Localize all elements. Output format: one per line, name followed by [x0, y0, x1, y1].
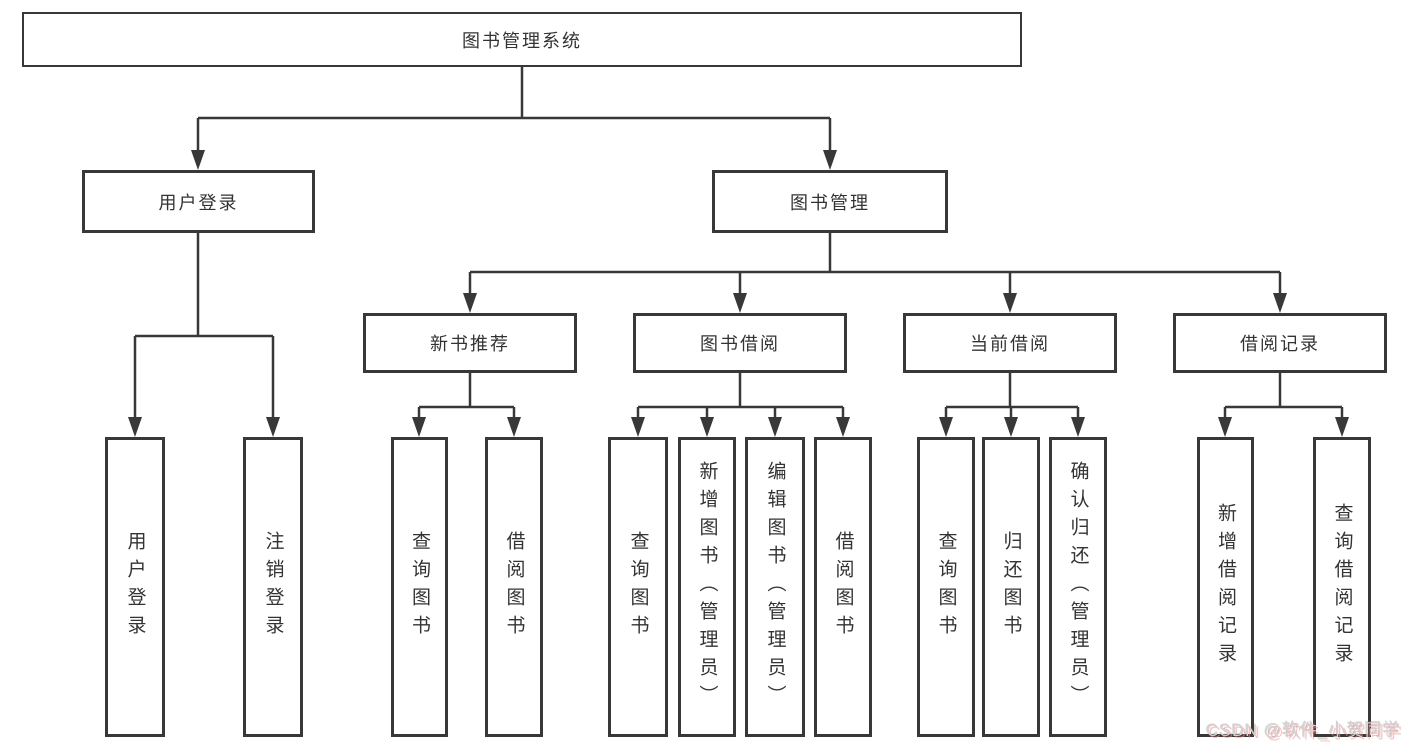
arrow-head-icon	[191, 150, 205, 170]
arrow-head-icon	[1335, 417, 1349, 437]
node-label-leaf-add-record: 新增借阅记录	[1215, 503, 1236, 671]
node-leaf-borrow-book-2: 借阅图书	[814, 437, 872, 737]
arrow-head-icon	[412, 417, 426, 437]
node-leaf-query-book-1: 查询图书	[391, 437, 448, 737]
arrow-head-icon	[128, 417, 142, 437]
node-leaf-user-login: 用户登录	[105, 437, 165, 737]
node-label-leaf-query-book-2: 查询图书	[627, 531, 649, 643]
node-new-book-rec: 新书推荐	[363, 313, 577, 373]
arrow-head-icon	[507, 417, 521, 437]
node-user-login: 用户登录	[82, 170, 315, 233]
arrow-head-icon	[1273, 293, 1287, 313]
arrow-head-icon	[700, 417, 714, 437]
arrow-head-icon	[1003, 293, 1017, 313]
node-borrow-record: 借阅记录	[1173, 313, 1387, 373]
node-leaf-confirm-return: 确认归还（管理员）	[1049, 437, 1107, 737]
node-label-borrow-record: 借阅记录	[1240, 334, 1320, 354]
node-label-book-manage: 图书管理	[790, 192, 870, 213]
node-label-leaf-add-book: 新增图书（管理员）	[696, 461, 718, 713]
node-label-leaf-confirm-return: 确认归还（管理员）	[1067, 461, 1089, 713]
node-leaf-add-book: 新增图书（管理员）	[678, 437, 736, 737]
node-label-leaf-query-record: 查询借阅记录	[1331, 503, 1353, 671]
arrow-head-icon	[939, 417, 953, 437]
node-label-root: 图书管理系统	[462, 30, 582, 51]
csdn-watermark: CSDN @软件_小贺同学	[1206, 721, 1401, 740]
node-label-leaf-user-login: 用户登录	[124, 531, 146, 643]
arrow-head-icon	[463, 293, 477, 313]
node-leaf-query-record: 查询借阅记录	[1313, 437, 1371, 737]
arrow-head-icon	[733, 293, 747, 313]
node-book-borrow: 图书借阅	[633, 313, 847, 373]
node-label-leaf-edit-book: 编辑图书（管理员）	[764, 461, 786, 713]
node-label-leaf-query-book-3: 查询图书	[935, 531, 957, 643]
node-root: 图书管理系统	[22, 12, 1022, 67]
node-leaf-query-book-3: 查询图书	[917, 437, 975, 737]
node-label-leaf-logout: 注销登录	[262, 531, 284, 643]
node-label-current-borrow: 当前借阅	[970, 334, 1050, 354]
node-label-leaf-return-book: 归还图书	[1000, 531, 1022, 643]
node-leaf-borrow-book-1: 借阅图书	[485, 437, 543, 737]
node-leaf-add-record: 新增借阅记录	[1197, 437, 1254, 737]
arrow-head-icon	[1004, 417, 1018, 437]
node-book-manage: 图书管理	[712, 170, 948, 233]
arrow-head-icon	[266, 417, 280, 437]
arrow-head-icon	[823, 150, 837, 170]
arrow-head-icon	[631, 417, 645, 437]
arrow-head-icon	[1218, 417, 1232, 437]
arrow-head-icon	[1071, 417, 1085, 437]
node-label-leaf-borrow-book-2: 借阅图书	[832, 531, 854, 643]
node-leaf-query-book-2: 查询图书	[608, 437, 668, 737]
node-label-user-login: 用户登录	[158, 192, 239, 213]
node-label-new-book-rec: 新书推荐	[430, 334, 510, 354]
arrow-head-icon	[768, 417, 782, 437]
node-leaf-edit-book: 编辑图书（管理员）	[745, 437, 805, 737]
node-current-borrow: 当前借阅	[903, 313, 1117, 373]
node-label-leaf-borrow-book-1: 借阅图书	[503, 531, 525, 643]
node-label-leaf-query-book-1: 查询图书	[409, 531, 430, 643]
node-leaf-return-book: 归还图书	[982, 437, 1040, 737]
node-leaf-logout: 注销登录	[243, 437, 303, 737]
node-label-book-borrow: 图书借阅	[700, 334, 780, 354]
arrow-head-icon	[836, 417, 850, 437]
